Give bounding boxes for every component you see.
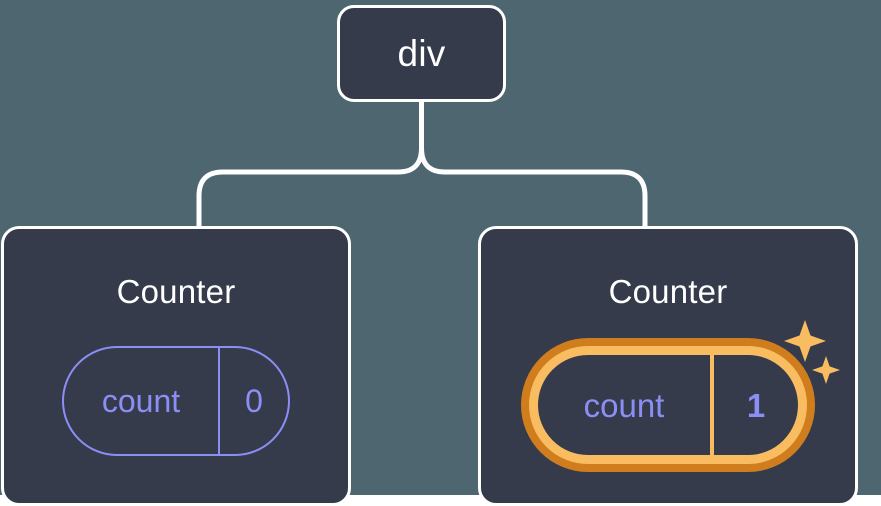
tree-connectors — [196, 102, 648, 231]
connector-to-right-child — [419, 145, 648, 231]
state-key-left: count — [101, 383, 181, 419]
state-pill-divider-right — [710, 355, 714, 455]
sparkle-small-icon — [812, 356, 840, 384]
connector-to-left-child — [196, 145, 424, 231]
state-pill-wrap-left: count 0 — [4, 346, 348, 456]
node-div-label: div — [397, 33, 446, 74]
state-value-right: 1 — [746, 386, 766, 424]
sparkle-large-icon — [784, 320, 826, 362]
state-pill-left[interactable]: count 0 — [62, 346, 290, 456]
state-pill-divider-left — [218, 348, 220, 454]
node-counter-right-label: Counter — [608, 273, 728, 310]
node-counter-right[interactable]: Counter count 1 — [478, 226, 858, 506]
state-pill-right[interactable]: count 1 — [529, 346, 807, 464]
state-value-left: 0 — [245, 383, 263, 419]
state-pill-wrap-right: count 1 — [481, 320, 855, 464]
node-counter-left-label: Counter — [116, 273, 236, 310]
node-div[interactable]: div — [337, 5, 506, 102]
node-counter-left[interactable]: Counter count 0 — [1, 226, 351, 506]
state-key-right: count — [583, 386, 665, 424]
